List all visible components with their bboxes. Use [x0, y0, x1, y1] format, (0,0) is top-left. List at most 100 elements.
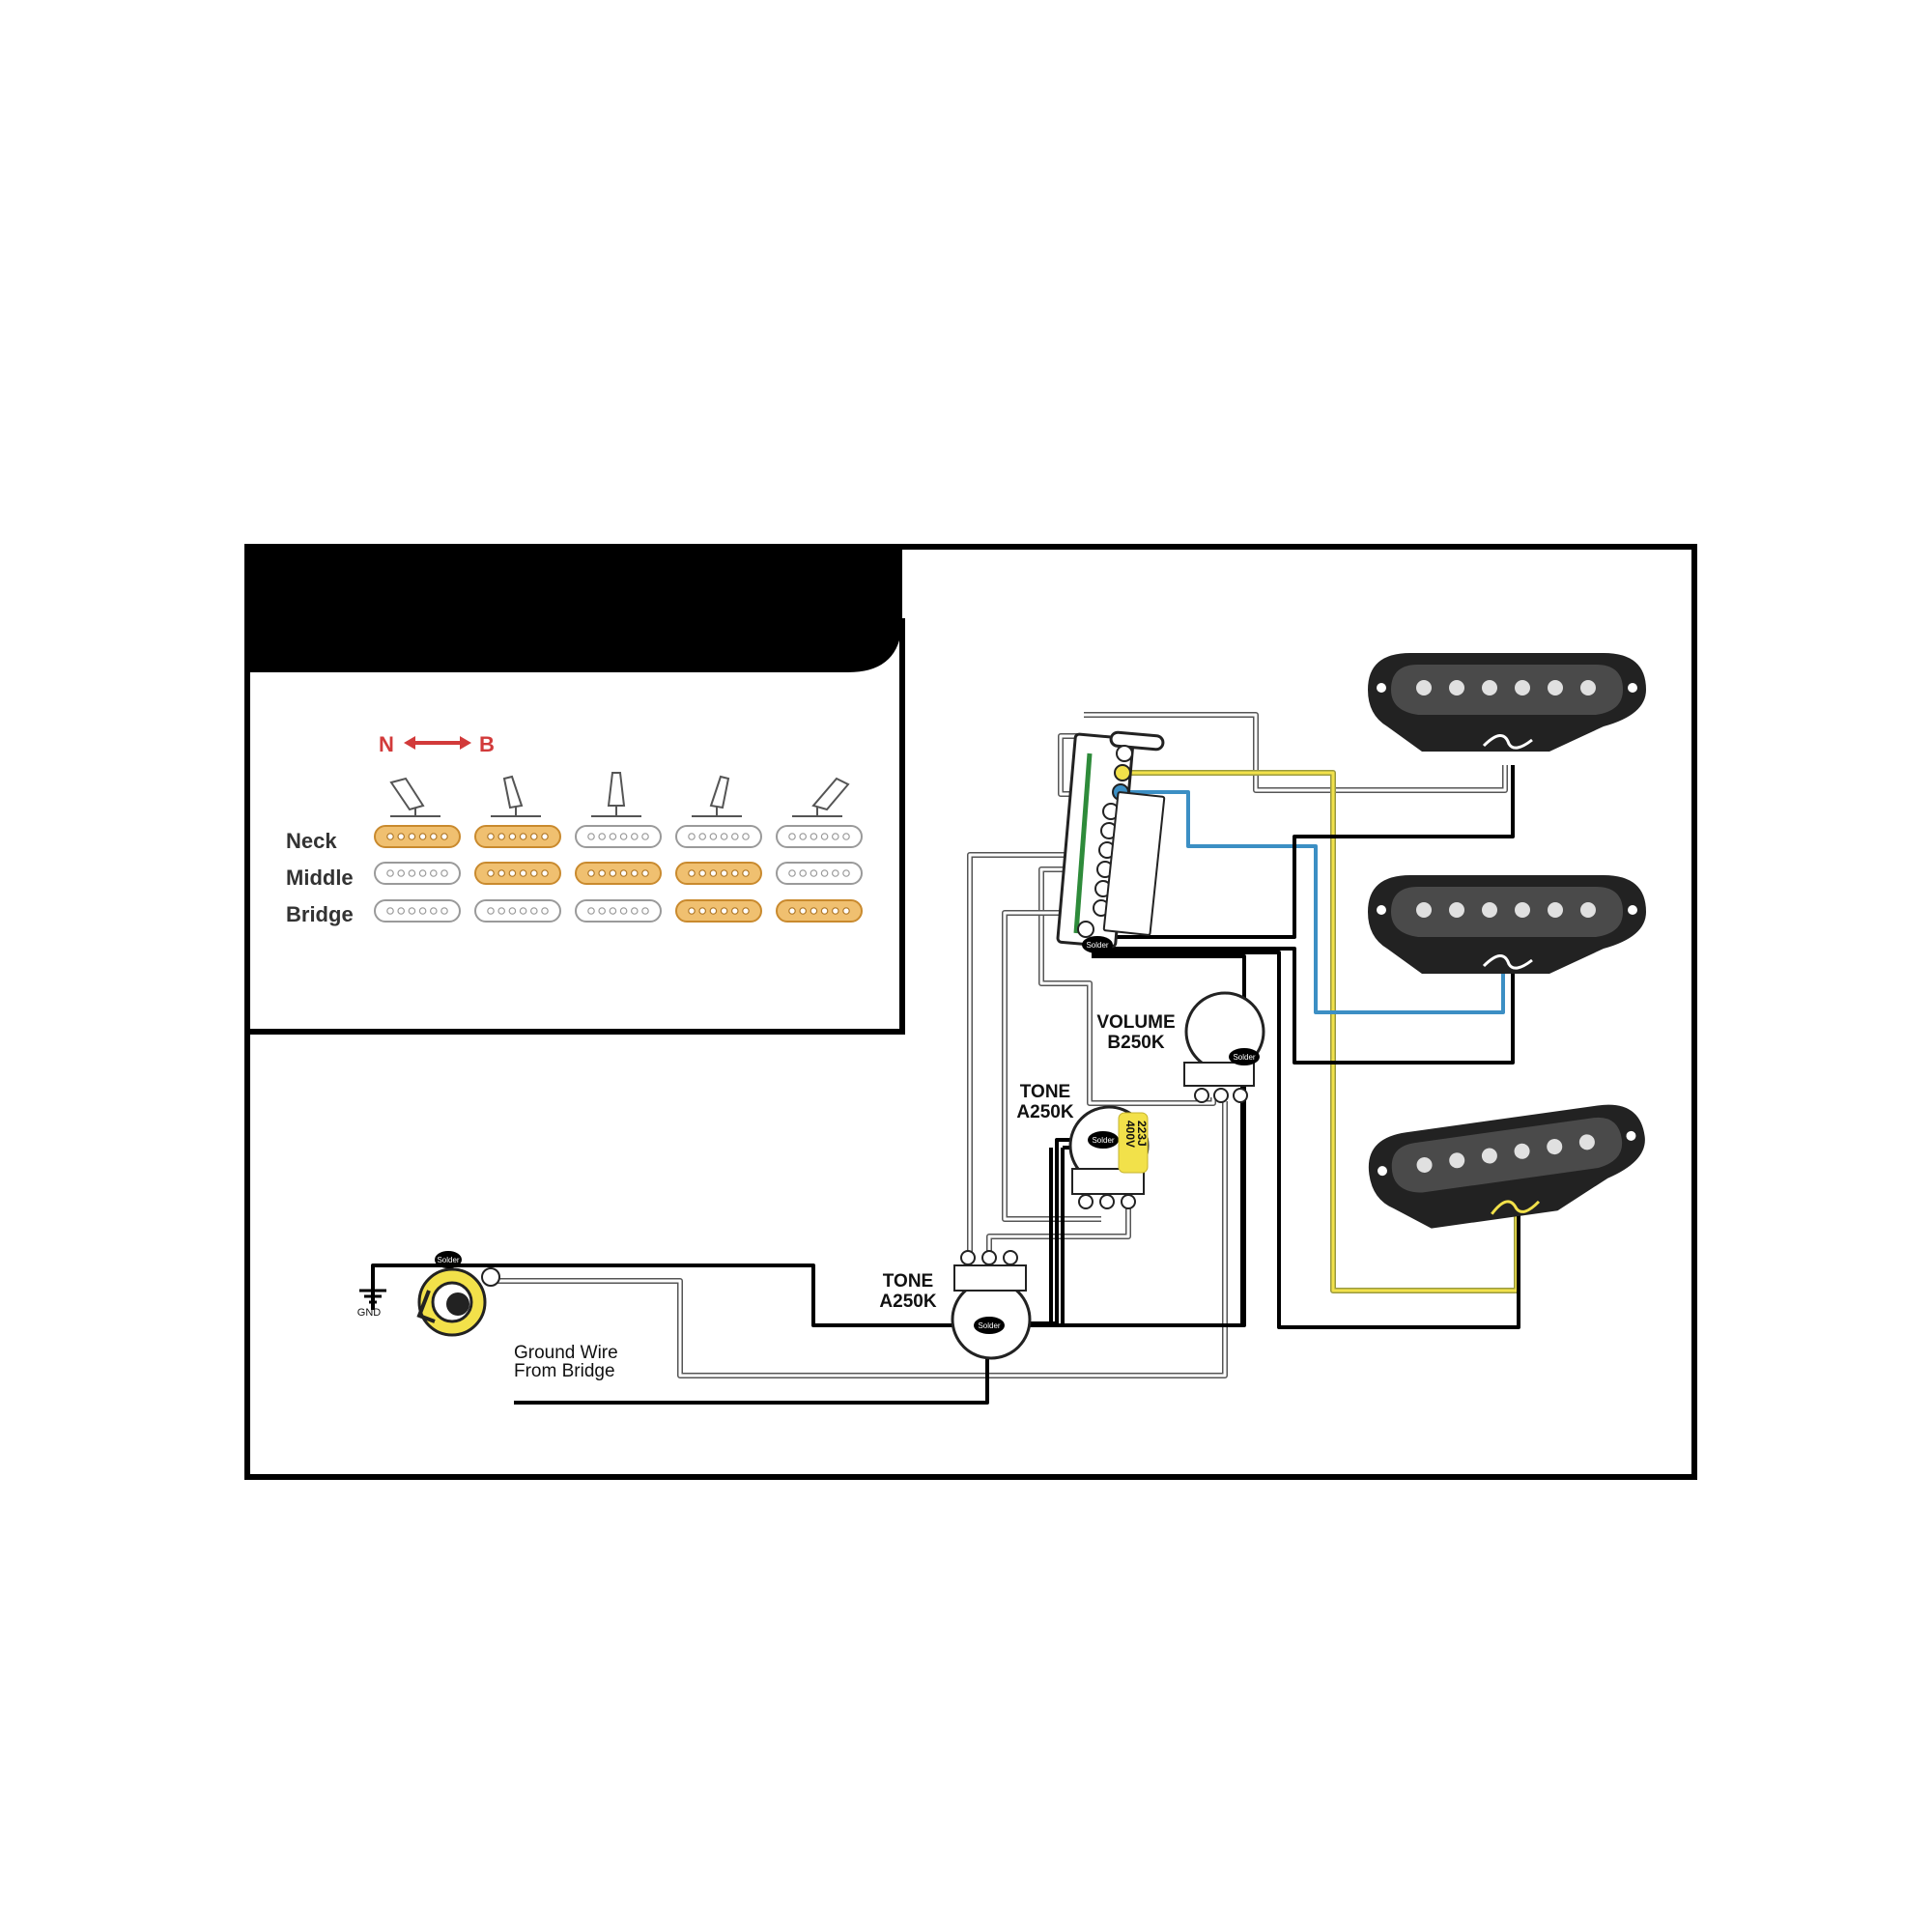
direction-left-label: N — [379, 732, 394, 756]
pickup-indicator-bridge-pos1 — [374, 899, 461, 923]
pole-piece-dot — [641, 907, 649, 915]
tone-lower-value-label: A250K — [879, 1292, 936, 1312]
pole-piece-dot — [497, 907, 506, 915]
pole-piece-dot — [742, 833, 750, 840]
pole-piece-dot — [688, 833, 696, 840]
pole-piece-dot — [698, 833, 707, 840]
pickup-indicator-neck-pos5 — [776, 825, 863, 848]
pole-piece-dot — [630, 869, 639, 877]
white-wires — [493, 712, 1508, 1378]
pole-piece-dot — [529, 869, 538, 877]
pole-piece-dot — [519, 869, 527, 877]
volume-value-label: B250K — [1107, 1033, 1164, 1053]
pole-piece-dot — [508, 907, 517, 915]
pickup-indicator-middle-pos2 — [474, 862, 561, 885]
five-way-switch: Solder — [1056, 730, 1166, 953]
pole-piece-dot — [630, 907, 639, 915]
capacitor-voltage: 400V — [1123, 1121, 1137, 1148]
pole-piece-dot — [698, 869, 707, 877]
legend-header-bar — [247, 547, 902, 672]
pole-piece-dot — [508, 833, 517, 840]
pole-piece-dot — [487, 833, 495, 840]
pole-piece-dot — [842, 907, 850, 915]
switch-legend-panel: N B Neck Middle Bridge — [247, 547, 905, 1035]
svg-text:Solder: Solder — [978, 1321, 1000, 1330]
pole-piece-dot — [508, 869, 517, 877]
pole-piece-dot — [519, 833, 527, 840]
pickup-indicator-middle-pos4 — [675, 862, 762, 885]
pole-piece-dot — [709, 869, 718, 877]
pickup-indicator-bridge-pos4 — [675, 899, 762, 923]
bridge-pickup — [1368, 1104, 1645, 1229]
pole-piece-dot — [720, 907, 728, 915]
pole-piece-dot — [397, 907, 406, 915]
pole-piece-dot — [440, 833, 448, 840]
pole-piece-dot — [831, 869, 839, 877]
pole-piece-dot — [820, 907, 829, 915]
pole-piece-dot — [418, 907, 427, 915]
pole-piece-dot — [788, 869, 796, 877]
pole-piece-dot — [641, 833, 649, 840]
lever-position-3-icon — [591, 772, 641, 817]
pole-piece-dot — [541, 869, 549, 877]
pole-piece-dot — [541, 833, 549, 840]
lever-position-1-icon — [389, 777, 440, 817]
pole-piece-dot — [587, 869, 595, 877]
ground-wire-label-line2: From Bridge — [514, 1361, 615, 1381]
pole-piece-dot — [720, 869, 728, 877]
pole-piece-dot — [497, 869, 506, 877]
pickup-indicator-bridge-pos5 — [776, 899, 863, 923]
pole-piece-dot — [619, 833, 628, 840]
pole-piece-dot — [742, 907, 750, 915]
pickup-indicator-grid — [374, 825, 863, 923]
row-label-middle: Middle — [286, 866, 354, 890]
pole-piece-dot — [810, 907, 818, 915]
pole-piece-dot — [641, 869, 649, 877]
pole-piece-dot — [598, 907, 607, 915]
pole-piece-dot — [598, 869, 607, 877]
pole-piece-dot — [842, 869, 850, 877]
tone-lower-label: TONE — [883, 1271, 933, 1292]
svg-text:Solder: Solder — [1086, 941, 1108, 950]
pole-piece-dot — [799, 833, 808, 840]
pole-piece-dot — [408, 907, 416, 915]
pole-piece-dot — [408, 869, 416, 877]
volume-label: VOLUME — [1096, 1012, 1175, 1033]
pole-piece-dot — [842, 833, 850, 840]
pole-piece-dot — [440, 869, 448, 877]
pole-piece-dot — [587, 907, 595, 915]
pole-piece-dot — [799, 869, 808, 877]
pole-piece-dot — [820, 869, 829, 877]
row-label-bridge: Bridge — [286, 902, 354, 926]
pole-piece-dot — [619, 869, 628, 877]
pole-piece-dot — [397, 833, 406, 840]
ground-icon — [359, 1265, 386, 1304]
pole-piece-dot — [440, 907, 448, 915]
pole-piece-dot — [487, 907, 495, 915]
tone-capacitor: 223J 400V — [1118, 1112, 1149, 1174]
lever-position-5-icon — [792, 777, 850, 817]
pole-piece-dot — [418, 833, 427, 840]
ground-wire-label-line1: Ground Wire — [514, 1343, 618, 1363]
svg-text:Solder: Solder — [1233, 1053, 1255, 1062]
pole-piece-dot — [609, 869, 617, 877]
lever-position-2-icon — [491, 775, 541, 817]
volume-pot: Solder — [1183, 991, 1265, 1103]
pole-piece-dot — [688, 907, 696, 915]
pickup-indicator-middle-pos5 — [776, 862, 863, 885]
pole-piece-dot — [788, 833, 796, 840]
middle-pickup — [1368, 875, 1646, 974]
volume-solder-point — [1229, 1048, 1260, 1065]
pole-piece-dot — [688, 869, 696, 877]
tone-lower-solder-point — [974, 1317, 1005, 1334]
pole-piece-dot — [609, 833, 617, 840]
pole-piece-dot — [429, 869, 438, 877]
switch-lug-yellow — [1114, 764, 1131, 781]
output-jack: Solder — [416, 1251, 500, 1337]
pickup-indicator-neck-pos3 — [575, 825, 662, 848]
pickup-indicator-middle-pos1 — [374, 862, 461, 885]
pole-piece-dot — [497, 833, 506, 840]
pole-piece-dot — [831, 833, 839, 840]
capacitor-code: 223J — [1135, 1121, 1149, 1147]
pole-piece-dot — [429, 833, 438, 840]
